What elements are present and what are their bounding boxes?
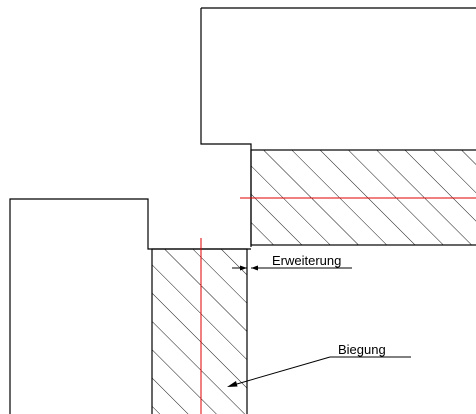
extension-dimension (232, 265, 352, 271)
extension-label: Erweiterung (272, 253, 341, 268)
bend-label: Biegung (338, 342, 386, 357)
bend-leader (227, 356, 411, 387)
vertical-hatched-section (151, 248, 248, 414)
